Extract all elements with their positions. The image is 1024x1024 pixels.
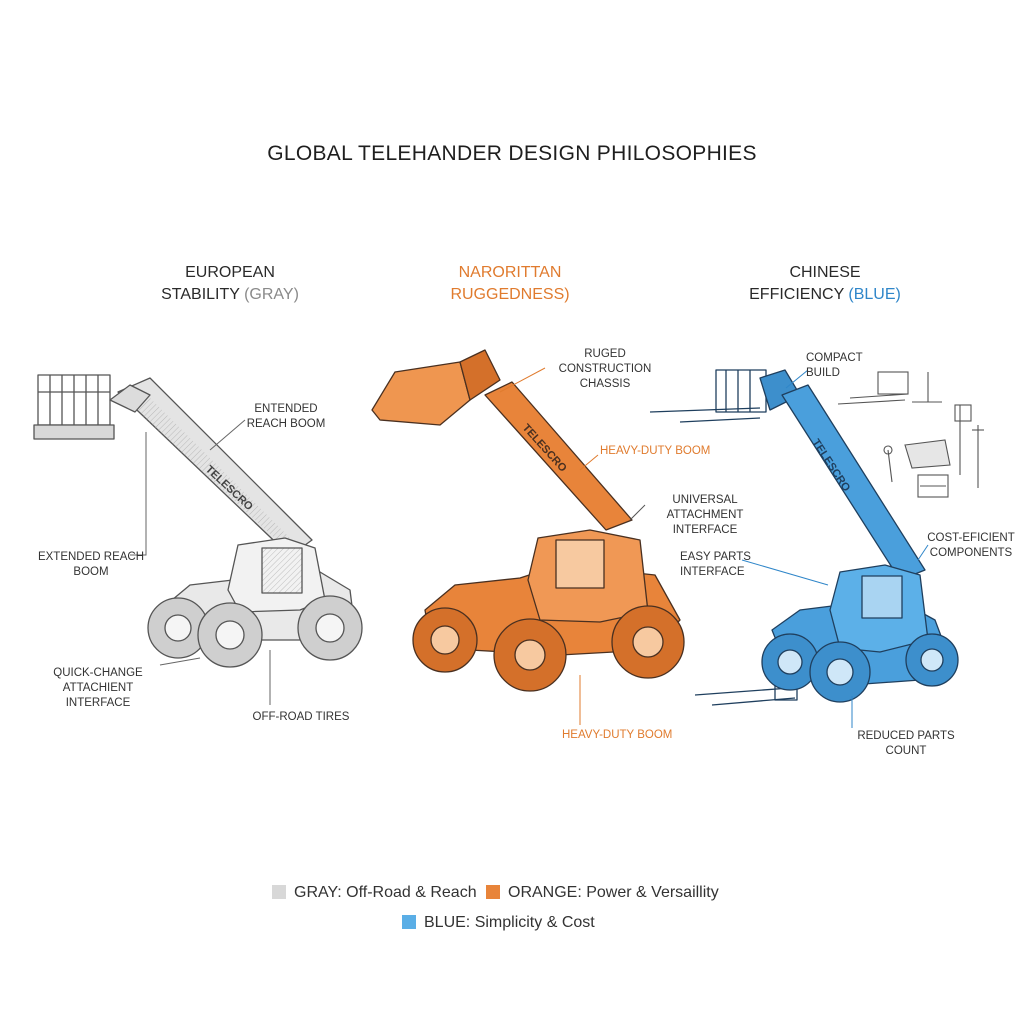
chinese-heading-tag: (BLUE) <box>848 286 901 303</box>
cn-tool-icon <box>883 445 893 483</box>
north-american-heading-line2: RUGGEDNESS) <box>450 286 570 303</box>
legend-swatch-orange <box>486 885 500 899</box>
legend-item-blue: BLUE: Simplicity & Cost <box>402 914 595 932</box>
european-heading-tag: (GRAY) <box>244 286 299 303</box>
eu-boom-inner <box>120 388 300 554</box>
european-heading-line2: STABILITY (GRAY) <box>150 284 310 306</box>
label-eu-quick-change: QUICK-CHANGE ATTACHIENT INTERFACE <box>53 667 143 709</box>
label-eu-tires: OFF-ROAD TIRES <box>252 711 350 723</box>
eu-wheels <box>147 595 363 668</box>
cn-fork-icon-2 <box>912 372 942 403</box>
european-telehandler: TELESCRO <box>33 374 363 668</box>
na-bucket <box>371 361 471 426</box>
label-na-boom-bottom: HEAVY-DUTY BOOM <box>562 729 673 741</box>
legend-label-orange: ORANGE: Power & Versaillity <box>508 884 719 901</box>
page-title: GLOBAL TELEHANDER DESIGN PHILOSOPHIES <box>267 142 757 165</box>
north-american-heading-line1: NARORITTAN <box>458 264 562 281</box>
european-heading: EUROPEAN STABILITY (GRAY) <box>150 262 310 306</box>
chinese-heading-line2: EFFICIENCY (BLUE) <box>740 284 910 306</box>
label-na-boom-mid: HEAVY-DUTY BOOM <box>600 445 711 457</box>
label-cn-cost: COST-EFICIENT COMPONENTS <box>927 532 1015 559</box>
cn-fork-icon <box>837 371 909 405</box>
legend-label-gray: GRAY: Off-Road & Reach <box>294 884 477 901</box>
chinese-telehandler: TELESCRO <box>649 369 959 706</box>
na-wheels <box>412 605 685 692</box>
cn-gripper-icon <box>917 474 949 498</box>
legend-swatch-blue <box>402 915 416 929</box>
label-cn-easy-parts: EASY PARTS INTERFACE <box>680 551 751 578</box>
chinese-heading-word: EFFICIENCY <box>749 286 844 303</box>
cn-hook-icon <box>954 404 972 475</box>
legend-item-orange: ORANGE: Power & Versaillity <box>486 884 719 902</box>
north-american-telehandler: TELESCRO <box>371 349 685 692</box>
label-eu-extended-boom-left: EXTENDED REACH BOOM <box>37 551 145 578</box>
legend-item-gray: GRAY: Off-Road & Reach <box>272 884 477 902</box>
legend-swatch-gray <box>272 885 286 899</box>
cn-pin-icon <box>972 425 984 488</box>
label-eu-extended-boom-top: ENTENDED REACH BOOM <box>246 403 326 430</box>
north-american-heading: NARORITTAN RUGGEDNESS) <box>430 262 590 306</box>
chinese-heading: CHINESE EFFICIENCY (BLUE) <box>740 262 910 306</box>
label-cn-reduced: REDUCED PARTS COUNT <box>857 730 955 757</box>
label-na-chassis: RUGED CONSTRUCTION CHASSIS <box>558 348 652 390</box>
cn-wheels <box>761 633 959 703</box>
chinese-heading-line1: CHINESE <box>789 264 861 281</box>
legend-label-blue: BLUE: Simplicity & Cost <box>424 914 595 931</box>
eu-work-platform <box>33 374 151 440</box>
na-boom <box>484 381 633 531</box>
cn-bucket-icon <box>904 439 951 469</box>
cn-boom <box>781 384 926 581</box>
cn-attachment-icons <box>837 371 984 498</box>
label-na-universal: UNIVERSAL ATTACHMENT INTERFACE <box>666 494 744 536</box>
european-heading-word: STABILITY <box>161 286 240 303</box>
european-heading-line1: EUROPEAN <box>185 264 275 281</box>
label-cn-compact: COMPACT BUILD <box>806 352 863 379</box>
